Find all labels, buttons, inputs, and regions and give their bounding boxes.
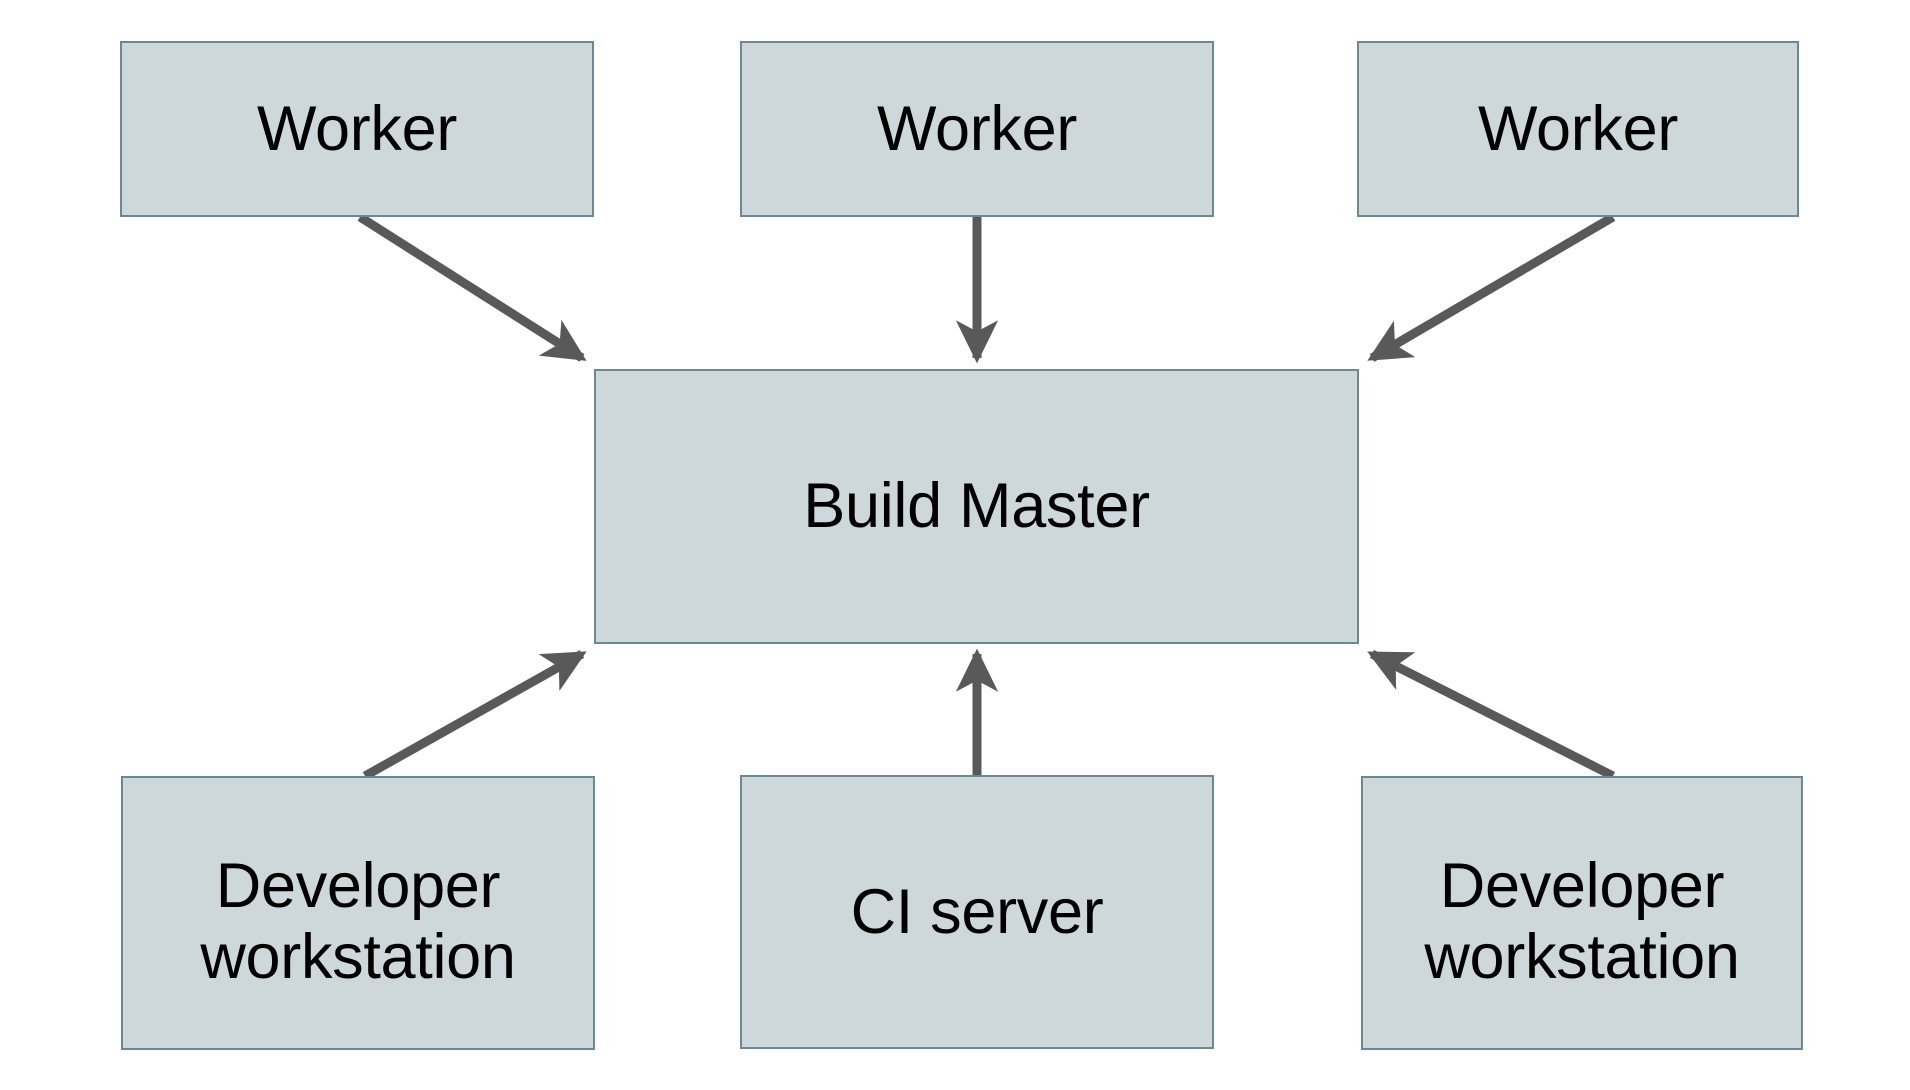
node-worker-1-label: Worker: [256, 93, 458, 164]
node-build-master-label: Build Master: [803, 471, 1150, 542]
edge-worker-1-to-build-master: [357, 213, 587, 362]
node-worker-3-label: Worker: [1477, 93, 1679, 164]
node-developer-workstation-left[interactable]: Developer workstation: [121, 776, 595, 1050]
edge-dev-ws-1-to-build-master: [362, 650, 587, 780]
node-worker-2[interactable]: Worker: [740, 41, 1214, 217]
node-ci-server[interactable]: CI server: [740, 775, 1214, 1049]
node-worker-2-label: Worker: [876, 93, 1078, 164]
edge-worker-3-to-build-master: [1367, 213, 1616, 362]
node-ci-server-label: CI server: [850, 876, 1104, 947]
node-developer-workstation-right[interactable]: Developer workstation: [1361, 776, 1803, 1050]
node-build-master[interactable]: Build Master: [594, 369, 1359, 644]
node-worker-3[interactable]: Worker: [1357, 41, 1799, 217]
node-developer-workstation-left-label: Developer workstation: [200, 851, 516, 992]
node-developer-workstation-right-label: Developer workstation: [1424, 851, 1740, 992]
node-worker-1[interactable]: Worker: [120, 41, 594, 217]
edge-dev-ws-2-to-build-master: [1367, 649, 1616, 781]
